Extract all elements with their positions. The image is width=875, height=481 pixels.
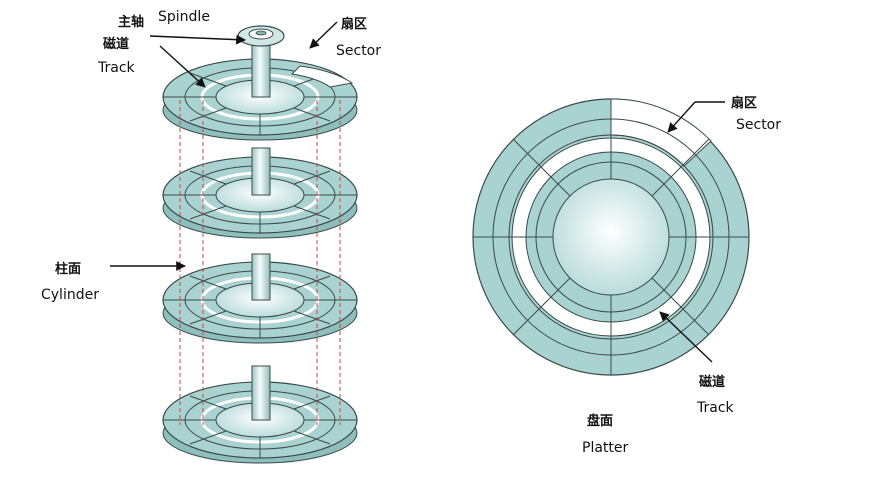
spindle-segment-2 [251,147,271,196]
cylinder-label-en: Cylinder [41,287,99,303]
track2-label-en: Track [697,400,734,416]
spindle-label-en: Spindle [158,9,210,25]
platter-top-view [472,98,750,376]
spindle-label-cn: 主轴 [118,15,145,30]
spindle-segment-3 [251,253,271,301]
track-label-en: Track [98,60,135,76]
track2-arrow [659,311,713,363]
sector2-label-en: Sector [736,117,782,133]
sector2-arrow [667,101,696,133]
track-arrow [159,45,206,88]
spindle-arrow [149,34,246,45]
track-label-cn: 磁道 [103,37,130,52]
spindle-segment-4 [251,365,271,421]
sector-arrow [309,21,338,49]
arrows [110,21,725,363]
cylinder-label-cn: 柱面 [55,262,82,277]
platter-label-cn: 盘面 [587,414,614,429]
track2-label-cn: 磁道 [699,375,726,390]
sector2-label-cn: 扇区 [731,96,758,111]
platter-stack [162,25,358,464]
spindle [237,25,285,98]
platter-label-en: Platter [582,440,629,456]
sector-label-cn: 扇区 [341,17,368,32]
sector-label-en: Sector [336,43,382,59]
